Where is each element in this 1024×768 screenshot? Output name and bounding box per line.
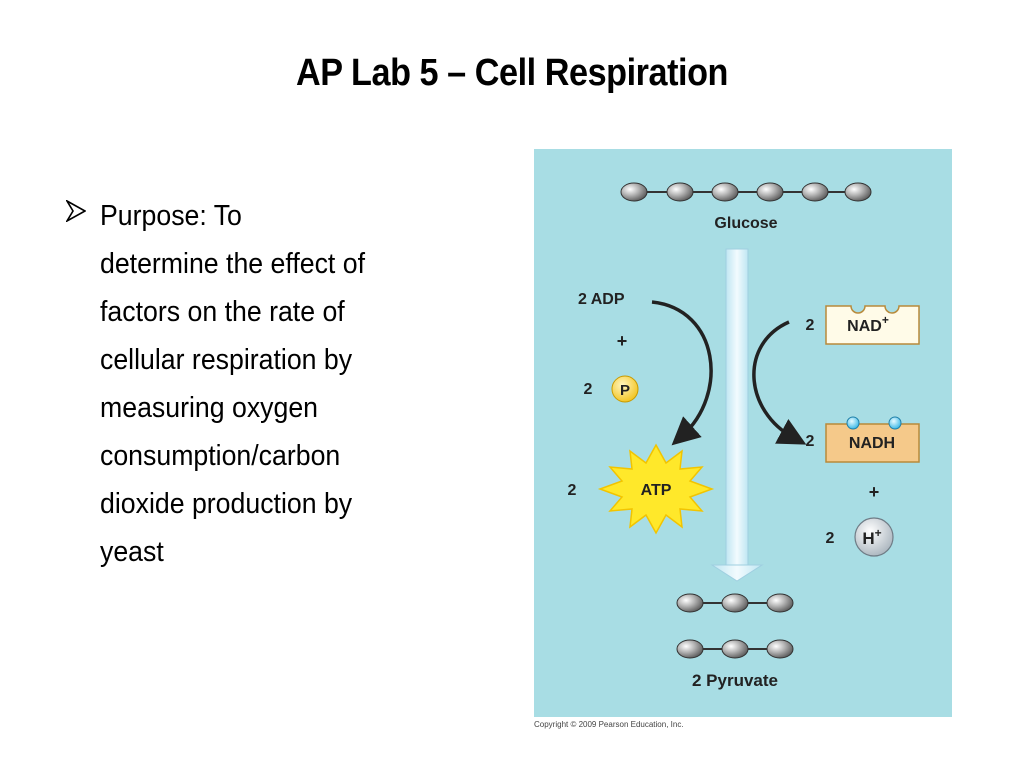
hydrogen-coefficient: 2	[826, 530, 835, 547]
atp-starburst-icon	[597, 443, 715, 535]
arrowhead-bullet-icon	[66, 200, 86, 222]
hydrogen-ion-icon	[854, 517, 894, 557]
glucose-molecule	[620, 182, 872, 202]
nad-coefficient: 2	[806, 317, 815, 334]
glucose-label: Glucose	[714, 215, 777, 232]
phosphate-icon	[611, 375, 639, 403]
glycolysis-diagram: Glucose 2 ADP + 2 P 2 ATP 2 NAD+ 2 NADH …	[534, 149, 952, 717]
adp-to-atp-arrow	[651, 300, 713, 446]
bullet-text: Purpose: To determine the effect of fact…	[100, 200, 366, 568]
nad-label: NAD+	[847, 313, 889, 335]
nad-box	[825, 305, 920, 345]
pathway-arrow	[710, 248, 764, 582]
plus-right: +	[869, 482, 880, 502]
pyruvate-molecule-1	[676, 593, 794, 613]
nad-to-nadh-arrow	[752, 320, 807, 445]
pyruvate-molecule-2	[676, 639, 794, 659]
adp-label: 2 ADP	[578, 291, 625, 308]
copyright-notice: Copyright © 2009 Pearson Education, Inc.	[534, 720, 684, 729]
pyruvate-label: 2 Pyruvate	[692, 671, 778, 690]
atp-coefficient: 2	[568, 482, 577, 499]
plus-left: +	[617, 331, 628, 351]
slide-title: AP Lab 5 – Cell Respiration	[296, 52, 728, 94]
phosphate-label: P	[620, 382, 630, 399]
phosphate-coefficient: 2	[584, 381, 593, 398]
nadh-label: NADH	[849, 435, 895, 452]
nadh-coefficient: 2	[806, 433, 815, 450]
hydrogen-label: H+	[862, 526, 881, 548]
atp-label: ATP	[641, 482, 672, 499]
nadh-box	[825, 416, 920, 463]
